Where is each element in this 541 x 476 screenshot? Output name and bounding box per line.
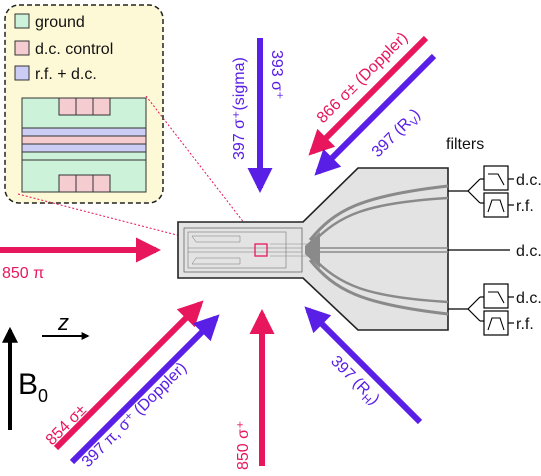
lowpass-filter-icon	[483, 165, 509, 191]
legend-swatch-ground	[14, 13, 30, 29]
beam-397-doppler-label: 397 π, σ⁺ (Doppler)	[79, 359, 190, 470]
legend-dc-control-label: d.c. control	[35, 41, 113, 58]
beam-866-doppler-label: 866 σ± (Doppler)	[314, 29, 412, 127]
beam-854-arrow	[53, 300, 204, 451]
electrode-inset: ground d.c. control r.f. + d.c.	[4, 4, 164, 204]
bandpass-filter-icon	[483, 310, 509, 336]
beam-866-doppler-arrow	[308, 35, 429, 156]
filters-title: filters	[446, 136, 484, 153]
beam-850-sigma-label: 850 σ⁺	[235, 421, 252, 470]
beam-397-rh-arrow	[304, 306, 423, 425]
beam-850-pi-label: 850 π	[2, 265, 44, 282]
filter-rf-label-2: r.f.	[516, 316, 534, 333]
beam-397-sigma-label: 397 σ⁺(sigma)	[231, 57, 248, 160]
ion-region-marker	[254, 243, 268, 257]
electrode-layout	[21, 97, 147, 193]
axis-indicators: z B0	[2, 310, 90, 430]
filter-dc-label-2: d.c.	[516, 290, 541, 307]
filter-rf-label-1: r.f.	[516, 198, 534, 215]
legend-swatch-dc-control	[14, 40, 30, 56]
legend-ground-label: ground	[35, 14, 85, 31]
beam-397-rh-label: 397 (RH)	[325, 353, 382, 410]
filter-dc-label-1: d.c.	[516, 172, 541, 189]
zoom-line-bottom	[17, 193, 259, 257]
z-axis-label: z	[57, 310, 69, 335]
filter-network: filters d.c. r.f. d.c. d.c. r.f.	[446, 136, 541, 336]
beam-393-label: 393 σ⁺	[268, 50, 285, 99]
b-field-label: B0	[18, 368, 48, 406]
lowpass-filter-icon	[483, 283, 509, 309]
filter-dc-label-mid: d.c.	[516, 243, 541, 260]
legend-rf-dc-label: r.f. + d.c.	[35, 66, 97, 83]
bandpass-filter-icon	[483, 192, 509, 218]
beam-397-rv-arrow	[314, 53, 437, 176]
trap-chip	[177, 167, 449, 331]
legend-swatch-rf-dc	[14, 65, 30, 81]
beam-397-doppler-arrow	[69, 314, 220, 465]
